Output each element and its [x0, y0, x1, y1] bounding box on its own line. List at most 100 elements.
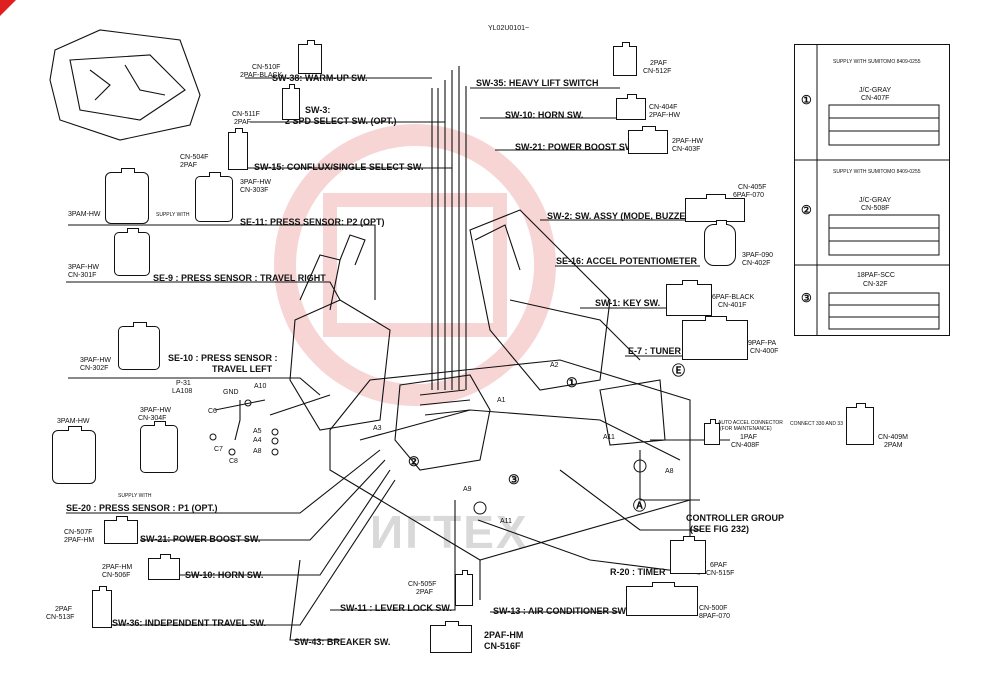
cn402f: CN-402F — [742, 260, 771, 267]
label-sw43: SW-43: BREAKER SW. — [294, 637, 391, 647]
connector-cn405f — [685, 194, 745, 222]
connector-3pam-hw-bot — [52, 426, 96, 484]
label-sw21-bot: SW-21: POWER BOOST SW. — [140, 534, 261, 544]
cn505f-type: 2PAF — [416, 589, 433, 596]
doc-ref: YL02U0101~ — [488, 25, 530, 32]
wire-mark: A8 — [665, 468, 674, 475]
cn500f: CN-500F — [699, 605, 728, 612]
connector-cn302f — [118, 322, 160, 370]
panel-2-cn: CN-508F — [861, 205, 890, 212]
connector-cn404f — [616, 94, 646, 120]
cn515f: CN-515F — [706, 570, 735, 577]
panel-3-type: 18PAF-SCC — [857, 272, 895, 279]
paf-hm-516: 2PAF-HM — [484, 630, 524, 640]
label-sw10-bot: SW-10: HORN SW. — [185, 570, 264, 580]
label-sw10-top: SW-10: HORN SW. — [505, 110, 584, 120]
cn304f: CN-304F — [138, 415, 167, 422]
panel-3-cn: CN-32F — [863, 281, 888, 288]
cn403f-type: 2PAF-HW — [672, 138, 703, 145]
label-sw13: SW-13 : AIR CONDITIONER SW. — [493, 606, 628, 616]
watermark-text: ИГТЕХ — [370, 506, 529, 558]
panel-1-jc: J/C-GRAY — [859, 87, 892, 94]
paf512: 2PAF — [650, 60, 667, 67]
panel-2-num: ② — [801, 203, 812, 217]
cn507f: CN-507F — [64, 529, 93, 536]
cn400f: CN-400F — [750, 348, 779, 355]
cn405f: CN-405F — [738, 184, 767, 191]
cn504f: CN-504F — [180, 154, 209, 161]
connector-cn511f — [282, 84, 300, 120]
panel-2-jc: J/C-GRAY — [859, 197, 892, 204]
paf-hw-302: 3PAF-HW — [80, 357, 111, 364]
wire-mark: A11 — [603, 434, 615, 441]
cn511f-type: 2PAF — [234, 119, 251, 126]
callout-3: ③ — [508, 472, 520, 487]
cn403f: CN-403F — [672, 146, 701, 153]
paf1: 1PAF — [740, 434, 757, 441]
label-sw11: SW-11 : LEVER LOCK SW. — [340, 603, 452, 613]
paf-hm-506: 2PAF-HM — [102, 564, 133, 571]
wire-mark: A3 — [373, 425, 382, 432]
label-controller-sub: (SEE FIG 232) — [690, 524, 750, 534]
paf-hw-301: 3PAF-HW — [68, 264, 99, 271]
connector-cn500f — [626, 582, 698, 616]
panel-2-supply: SUPPLY WITH SUMITOMO 8409-0255 — [833, 169, 921, 175]
connector-cn515f — [670, 536, 706, 574]
wire-mark: C6 — [208, 408, 217, 415]
connector-cn506f — [148, 554, 180, 580]
junction-panel: ① SUPPLY WITH SUMITOMO 8409-0255 J/C-GRA… — [794, 44, 950, 336]
connector-cn403f — [628, 126, 668, 154]
label-sw15: SW-15: CONFLUX/SINGLE SELECT SW. — [254, 162, 424, 172]
connector-cn510f — [298, 40, 322, 74]
label-se20: SE-20 : PRESS SENSOR : P1 (OPT.) — [66, 503, 218, 513]
la108: LA108 — [172, 388, 193, 395]
connector-3pam-hw-top — [105, 168, 149, 224]
wire-mark: C8 — [229, 458, 238, 465]
label-sw35: SW-35: HEAVY LIFT SWITCH — [476, 78, 599, 88]
cn303f-type: 3PAF-HW — [240, 179, 271, 186]
label-sw1: SW-1: KEY SW. — [595, 298, 661, 308]
connector-cn401f — [666, 280, 712, 316]
label-r20: R-20 : TIMER — [610, 567, 666, 577]
paf-black: 6PAF-BLACK — [712, 294, 755, 301]
connector-cn402f — [704, 220, 736, 266]
cn506f: CN-506F — [102, 572, 131, 579]
wire-mark: A8 — [253, 448, 262, 455]
auto-accel: AUTO ACCEL CONNECTOR — [718, 420, 783, 426]
cn405f-type: 6PAF-070 — [733, 192, 764, 199]
cn409m: CN-409M — [878, 434, 908, 441]
auto-accel-sub: (FOR MAINTENANCE) — [720, 426, 772, 432]
label-sw3: SW-3: — [305, 105, 331, 115]
wire-mark: A11 — [500, 518, 512, 525]
cn303f: CN-303F — [240, 187, 269, 194]
wire-mark: A5 — [253, 428, 262, 435]
pam-hw-top: 3PAM-HW — [68, 211, 101, 218]
wire-mark: A10 — [254, 383, 267, 390]
label-sw36: SW-36: INDEPENDENT TRAVEL SW. — [112, 618, 267, 628]
supply-with-bot: SUPPLY WITH — [118, 493, 152, 499]
cn512f: CN-512F — [643, 68, 672, 75]
cn404f: CN-404F — [649, 104, 678, 111]
callout-e: Ⓔ — [672, 363, 686, 378]
label-e7: E-7 : TUNER — [628, 346, 682, 356]
supply-with-top: SUPPLY WITH — [156, 212, 190, 218]
panel-1-supply: SUPPLY WITH SUMITOMO 8409-0255 — [833, 59, 921, 65]
cn513f: CN-513F — [46, 614, 75, 621]
gnd: GND — [223, 389, 239, 396]
connector-cn400f — [682, 316, 748, 360]
pam-hw-bot: 3PAM-HW — [57, 418, 90, 425]
cn409m-type: 2PAM — [884, 442, 903, 449]
cn507f-type: 2PAF-HM — [64, 537, 95, 544]
paf-513: 2PAF — [55, 606, 72, 613]
panel-1-num: ① — [801, 93, 812, 107]
connect-note: CONNECT 330 AND 33 — [790, 421, 843, 427]
label-se16: SE-16: ACCEL POTENTIOMETER — [556, 256, 698, 266]
cn404f-type: 2PAF-HW — [649, 112, 680, 119]
callout-1: ① — [566, 375, 578, 390]
callout-2: ② — [408, 454, 420, 469]
connector-cn507f — [104, 516, 138, 544]
connector-cn408f — [704, 419, 720, 445]
